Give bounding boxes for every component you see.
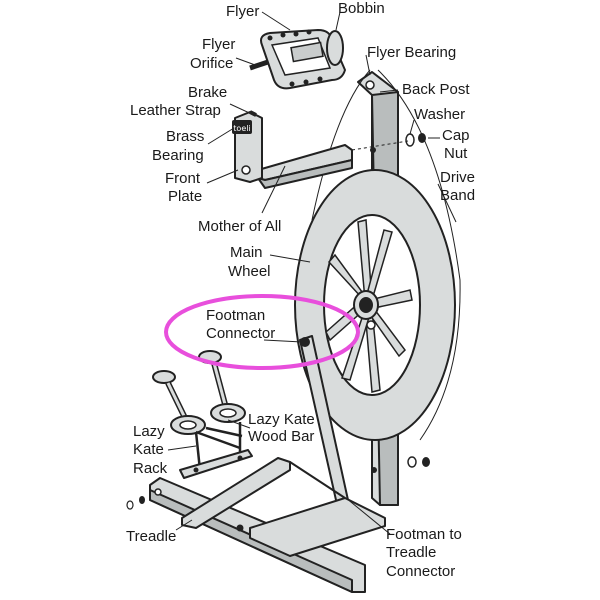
label-mother-of-all: Mother of All [198, 218, 281, 235]
label-flyer-bearing: Flyer Bearing [367, 44, 456, 61]
label-flyer-orifice-1: Flyer [202, 36, 235, 53]
label-brake-2: Leather Strap [130, 102, 221, 119]
label-lazy-rack-2: Kate [133, 441, 164, 458]
label-footman-1: Footman [206, 307, 265, 324]
label-lazy-rack-3: Rack [133, 460, 168, 477]
drive-band [311, 69, 461, 441]
label-flyer-orifice-2: Orifice [190, 55, 233, 72]
label-front-2: Plate [168, 188, 202, 205]
label-main-1: Main [230, 244, 263, 261]
front-plate: toeli [232, 110, 263, 183]
washer-cap-nut [351, 133, 430, 468]
leader-lines [167, 11, 457, 535]
labels: Flyer Bobbin Flyer Orifice Flyer Bearing… [126, 0, 475, 580]
main-wheel [294, 169, 456, 441]
label-ftt-3: Connector [386, 563, 455, 580]
label-brake-1: Brake [188, 84, 227, 101]
flyer-assembly [249, 29, 346, 90]
label-brass-1: Brass [166, 128, 204, 145]
label-flyer: Flyer [226, 3, 259, 20]
lazy-kate [152, 350, 253, 479]
label-drive-2: Band [440, 187, 475, 204]
label-cap-1: Cap [442, 127, 470, 144]
label-lazy-bar-1: Lazy Kate [248, 411, 315, 428]
mother-of-all [257, 144, 353, 189]
label-cap-2: Nut [444, 145, 468, 162]
label-ftt-1: Footman to [386, 526, 462, 543]
label-treadle: Treadle [126, 528, 176, 545]
label-brass-2: Bearing [152, 147, 204, 164]
treadle [181, 457, 386, 557]
label-footman-2: Connector [206, 325, 275, 342]
label-lazy-bar-2: Wood Bar [248, 428, 314, 445]
label-ftt-2: Treadle [386, 544, 436, 561]
label-drive-1: Drive [440, 169, 475, 186]
label-washer: Washer [414, 106, 465, 123]
footman-highlight-ring [164, 294, 360, 370]
label-back-post: Back Post [402, 81, 470, 98]
label-front-1: Front [165, 170, 201, 187]
label-lazy-rack-1: Lazy [133, 423, 165, 440]
label-main-2: Wheel [228, 263, 271, 280]
label-bobbin: Bobbin [338, 0, 385, 17]
front-plate-stamp: toeli [233, 124, 250, 133]
